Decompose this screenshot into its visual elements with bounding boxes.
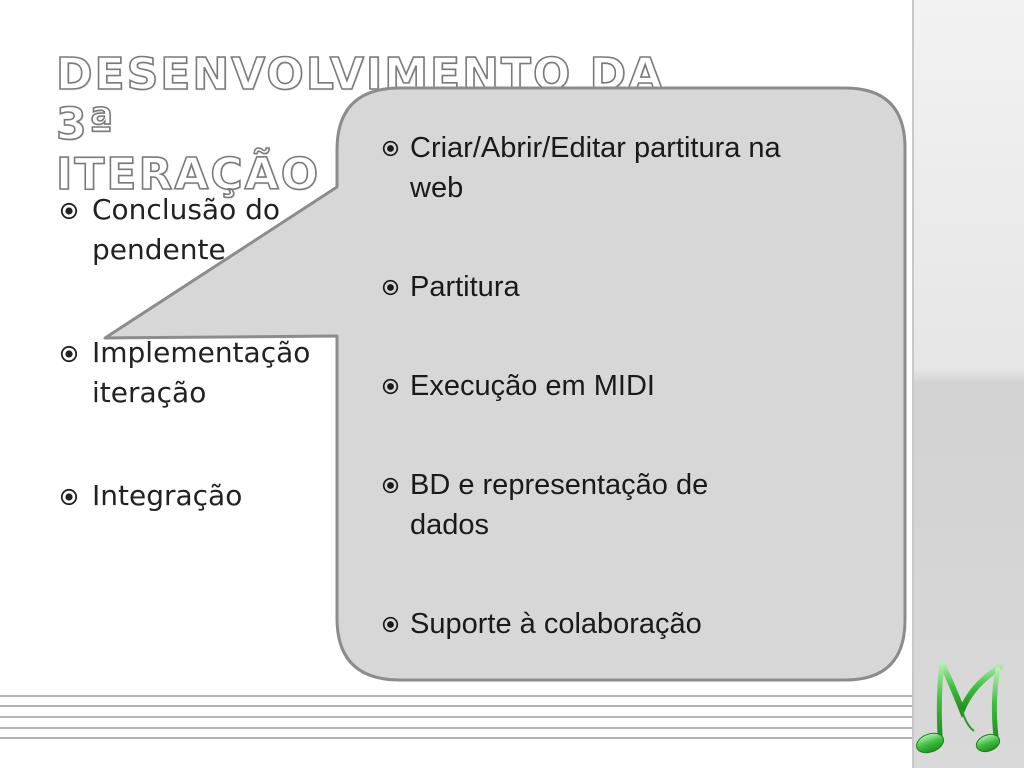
main-bullet-line: iteração (92, 376, 207, 409)
slide-title-line-2: iteração (55, 149, 321, 201)
callout-bullet-line: Partitura (410, 271, 520, 303)
callout-bullet-item: Execução em MIDI (382, 366, 872, 406)
circled-dot-icon (60, 202, 78, 220)
circled-dot-icon (60, 345, 78, 363)
callout-bullet-line: BD e representação de (410, 469, 709, 501)
main-bullet-list: Conclusão do pendente Implementação iter… (60, 190, 480, 516)
circled-dot-icon (382, 378, 399, 395)
main-bullet-item: Conclusão do pendente (60, 190, 480, 270)
side-decoration-panel (912, 0, 1024, 768)
callout-bullet-line: Execução em MIDI (410, 370, 655, 402)
main-bullet-item: Integração (60, 476, 480, 516)
callout-bullet-list: Criar/Abrir/Editar partitura na web Part… (382, 128, 872, 644)
circled-dot-icon (382, 616, 399, 633)
main-bullet-line: Implementação (92, 336, 311, 369)
main-bullet-line: Conclusão do (92, 193, 281, 226)
main-bullet-line: pendente (92, 233, 226, 266)
callout-bullet-item: Suporte à colaboração (382, 604, 872, 644)
callout-bullet-line: Criar/Abrir/Editar partitura na (410, 132, 781, 164)
circled-dot-icon (60, 488, 78, 506)
callout-bullet-line: dados (410, 509, 490, 541)
callout-bullet-line: Suporte à colaboração (410, 608, 702, 640)
circled-dot-icon (382, 140, 399, 157)
callout-bullet-item: Criar/Abrir/Editar partitura na web (382, 128, 872, 208)
callout-bullet-line: web (410, 172, 464, 204)
music-note-m-logo (915, 660, 1003, 754)
callout-bullet-item: BD e representação de dados (382, 465, 872, 545)
circled-dot-icon (382, 477, 399, 494)
circled-dot-icon (382, 279, 399, 296)
main-bullet-line: Integração (92, 479, 243, 512)
music-staff-lines (0, 695, 912, 739)
main-bullet-item: Implementação iteração (60, 333, 480, 413)
callout-bullet-item: Partitura (382, 267, 872, 307)
